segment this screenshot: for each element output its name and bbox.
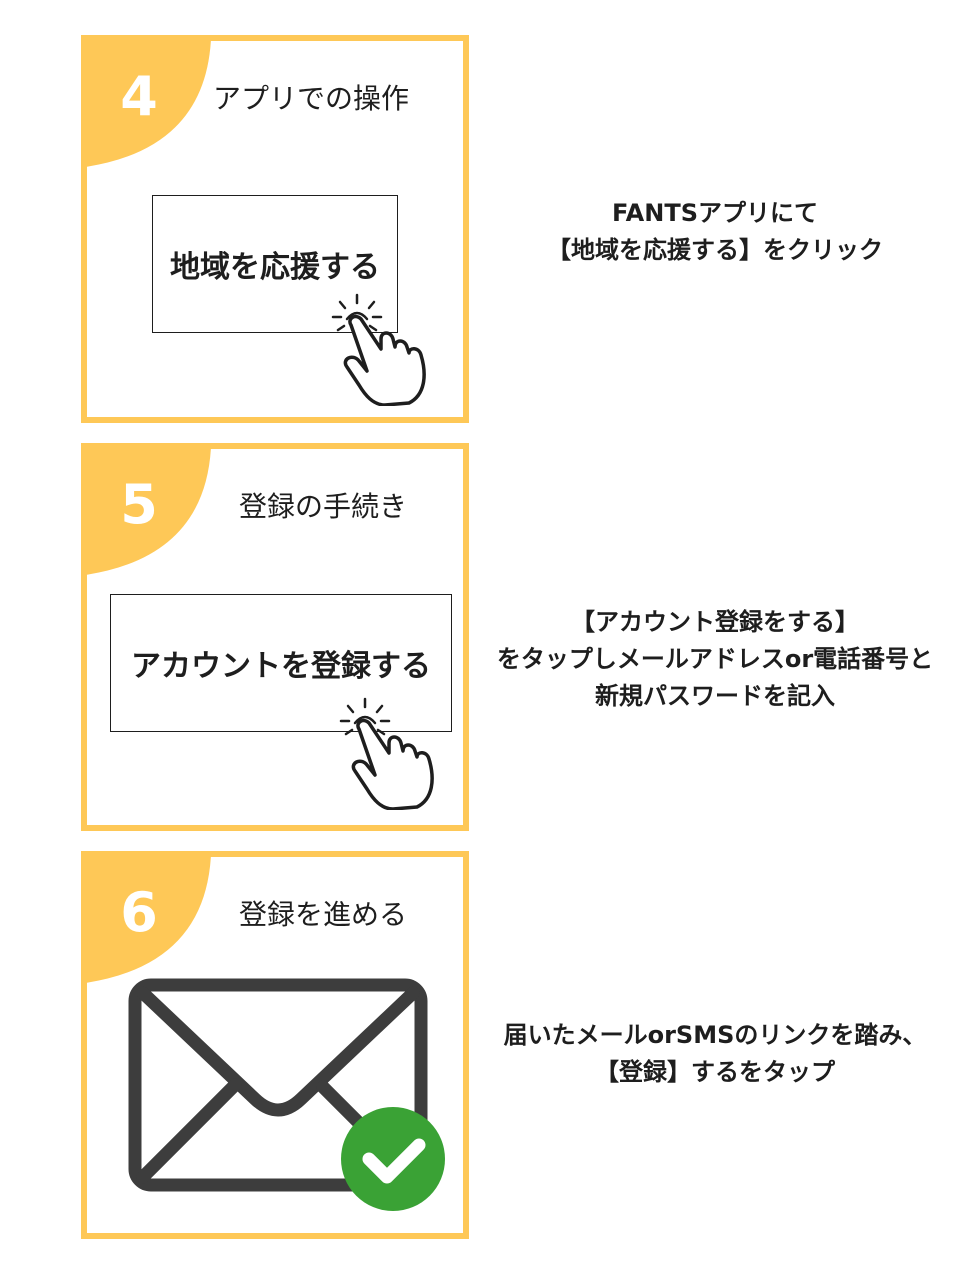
support-region-button-label: 地域を応援する [170, 250, 380, 285]
description-line: FANTSアプリにて [612, 199, 818, 227]
description-line: 届いたメールorSMSのリンクを踏み、 [503, 1021, 927, 1049]
step-6-description: 届いたメールorSMSのリンクを踏み、 【登録】するをタップ [470, 1017, 960, 1091]
description-line: をタップしメールアドレスor電話番号と [496, 645, 934, 673]
step-number: 6 [120, 881, 158, 944]
description-line: 【登録】するをタップ [595, 1058, 835, 1086]
step-title: 登録を進める [239, 898, 408, 931]
description-line: 新規パスワードを記入 [595, 682, 835, 710]
description-line: 【アカウント登録をする】 [571, 608, 859, 636]
step-card-6: 6 登録を進める [81, 851, 469, 1239]
corner-badge [87, 41, 211, 167]
corner-badge [87, 449, 211, 575]
step-title: アプリでの操作 [213, 82, 410, 115]
step-4-description: FANTSアプリにて 【地域を応援する】をクリック [470, 195, 960, 269]
step-5-description: 【アカウント登録をする】 をタップしメールアドレスor電話番号と 新規パスワード… [470, 604, 960, 715]
register-account-button-label: アカウントを登録する [131, 649, 431, 684]
step-card-4: 4 アプリでの操作 地域を応援する [81, 35, 469, 423]
register-account-button[interactable]: アカウントを登録する [110, 594, 452, 732]
step-title: 登録の手続き [239, 490, 408, 523]
step-number: 4 [120, 65, 158, 128]
step-number: 5 [120, 473, 158, 536]
description-line: 【地域を応援する】をクリック [547, 236, 883, 264]
step-card-5: 5 登録の手続き アカウントを登録する [81, 443, 469, 831]
hand-pointer-icon [331, 293, 426, 406]
support-region-button[interactable]: 地域を応援する [152, 195, 398, 333]
corner-badge [87, 857, 211, 983]
hand-pointer-icon [339, 697, 434, 810]
mail-check-icon [128, 978, 445, 1211]
